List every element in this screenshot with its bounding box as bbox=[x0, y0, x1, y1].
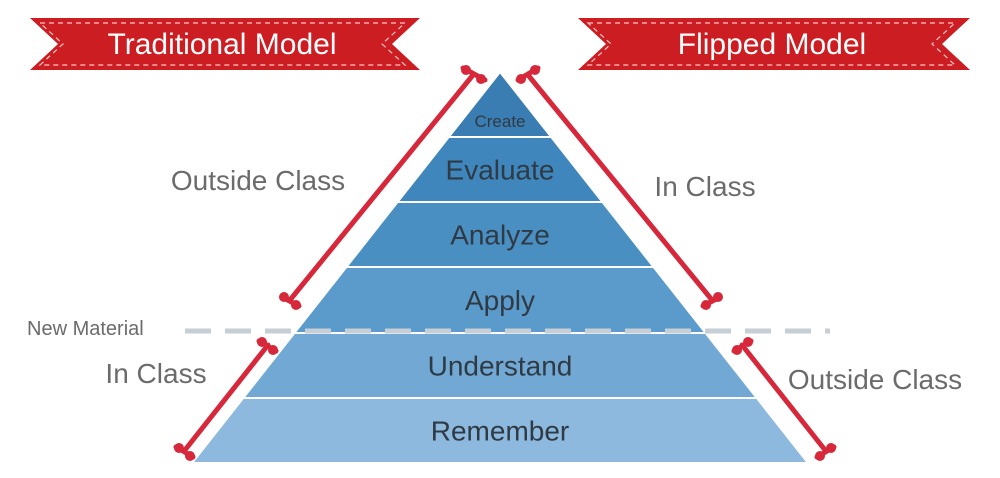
left-banner-title: Traditional Model bbox=[108, 28, 337, 61]
left-upper-label: Outside Class bbox=[171, 165, 345, 196]
level-label-evaluate: Evaluate bbox=[446, 155, 555, 186]
left-banner: Traditional Model bbox=[30, 18, 420, 70]
new-material-label: New Material bbox=[27, 318, 144, 340]
left-upper-bracket bbox=[279, 65, 488, 310]
right-lower-label: Outside Class bbox=[788, 364, 962, 395]
right-ribbon-shape bbox=[578, 18, 970, 70]
left-ribbon-stitch bbox=[38, 22, 407, 66]
level-label-analyze: Analyze bbox=[450, 220, 550, 251]
level-label-apply: Apply bbox=[465, 285, 535, 316]
right-banner-title: Flipped Model bbox=[678, 28, 866, 61]
level-label-remember: Remember bbox=[431, 416, 569, 447]
left-lower-bracket bbox=[173, 337, 279, 461]
right-upper-bracket bbox=[515, 65, 723, 310]
left-lower-label: In Class bbox=[105, 358, 206, 389]
right-banner: Flipped Model bbox=[578, 18, 970, 70]
level-label-create: Create bbox=[474, 112, 525, 131]
right-lower-bracket bbox=[731, 337, 837, 461]
bloom-pyramid: CreateEvaluateAnalyzeApplyUnderstandReme… bbox=[189, 70, 811, 464]
left-ribbon-shape bbox=[30, 18, 420, 70]
right-upper-label: In Class bbox=[654, 171, 755, 202]
level-label-understand: Understand bbox=[428, 351, 573, 382]
level-remember bbox=[189, 397, 811, 464]
